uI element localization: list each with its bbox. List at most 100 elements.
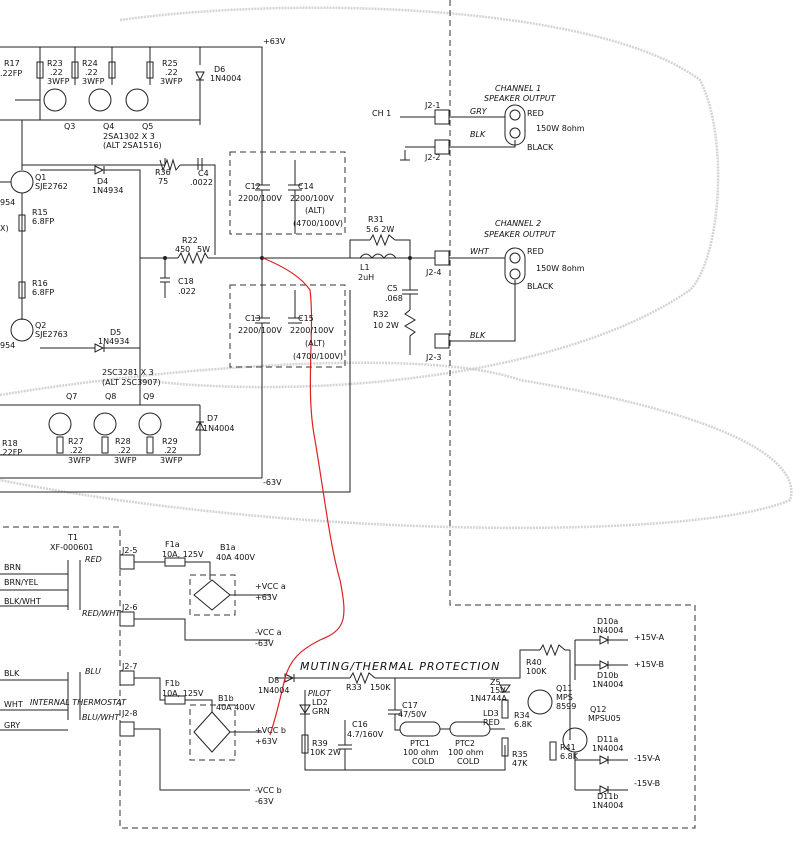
label-b1av: 40A 400V — [216, 553, 255, 562]
label-vcc-a-pos: +VCC a — [255, 582, 286, 591]
channel-2-output — [262, 233, 526, 355]
label-edge-b: 954 — [0, 341, 15, 350]
label-r18: R18 — [2, 439, 18, 448]
label-r40v: 100K — [526, 667, 547, 676]
label-r17v: .22FP — [0, 69, 22, 78]
label-d6v: 1N4004 — [210, 74, 241, 83]
label-ch1-red: RED — [527, 109, 544, 118]
label-pilot: PILOT — [308, 689, 332, 698]
label-ptc1v: 100 ohm — [403, 748, 439, 757]
label-j25: J2-5 — [121, 546, 137, 555]
label-thermostat: INTERNAL THERMOSTAT — [30, 698, 127, 707]
label-c12: C12 — [245, 182, 261, 191]
label-brn: BRN — [4, 563, 21, 572]
label-c17v: 47/50V — [398, 710, 427, 719]
label-r31: R31 — [368, 215, 384, 224]
label-r29w: 3WFP — [160, 456, 183, 465]
label-ptc2v: 100 ohm — [448, 748, 484, 757]
label-t1: T1 — [67, 533, 78, 542]
label-blk: BLK — [470, 130, 486, 139]
label-d10b: D10b — [597, 671, 618, 680]
label-n15a: -15V-A — [634, 754, 661, 763]
label-b1b: B1b — [218, 694, 234, 703]
label-d6: D6 — [214, 65, 225, 74]
label-p15b: +15V-B — [634, 660, 664, 669]
label-r32v: 10 2W — [373, 321, 399, 330]
label-r25w: 3WFP — [160, 77, 183, 86]
label-r15: R15 — [32, 208, 48, 217]
label-ld3: LD3 — [483, 709, 499, 718]
label-r33v: 150K — [370, 683, 391, 692]
label-j27: J2-7 — [121, 662, 137, 671]
label-q11v: MPS — [556, 693, 573, 702]
label-ptc2: PTC2 — [455, 739, 475, 748]
label-d10bv: 1N4004 — [592, 680, 623, 689]
label-q789-part: 2SC3281 X 3 — [102, 368, 154, 377]
label-ch2-black: BLACK — [527, 282, 554, 291]
label-r17: R17 — [4, 59, 20, 68]
label-blk-ps: BLK — [4, 669, 20, 678]
label-d11b: D11b — [597, 792, 618, 801]
label-vcc-b-neg: -VCC b — [255, 786, 282, 795]
label-r22: R22 — [182, 236, 198, 245]
label-q11p: 8599 — [556, 702, 576, 711]
label-r28v: .22 — [118, 446, 131, 455]
label-r23w: 3WFP — [47, 77, 70, 86]
label-c18v: .022 — [178, 287, 196, 296]
label-edge-a: 954 — [0, 198, 15, 207]
label-q1v: SJE2762 — [35, 182, 68, 191]
label-d11av: 1N4004 — [592, 744, 623, 753]
label-r32: R32 — [373, 310, 389, 319]
label-q1: Q1 — [35, 173, 46, 182]
label-q345-part: 2SA1302 X 3 — [103, 132, 155, 141]
label-r27: R27 — [68, 437, 84, 446]
label-r25: R25 — [162, 59, 178, 68]
label-r35v: 47K — [512, 759, 528, 768]
label-ch1-black: BLACK — [527, 143, 554, 152]
label-ch1-title-1: CHANNEL 1 — [495, 84, 541, 93]
label-q12v: MPSU05 — [588, 714, 621, 723]
label-ch2-title-2: SPEAKER OUTPUT — [484, 230, 557, 239]
upper-output-stage — [0, 46, 351, 493]
label-c14alt: (ALT) — [305, 206, 325, 215]
label-r39v: 10K 2W — [310, 748, 341, 757]
label-r22w: 5W — [197, 245, 210, 254]
label-c15alt: (ALT) — [305, 339, 325, 348]
label-b1bv: 40A 400V — [216, 703, 255, 712]
highlight-oval-lower — [0, 361, 793, 530]
label-q4: Q4 — [103, 122, 114, 131]
label-d7: D7 — [207, 414, 218, 423]
label-c17: C17 — [402, 701, 418, 710]
annotation-red-line — [262, 257, 345, 736]
label-gry: GRY — [470, 107, 488, 116]
label-r40: R40 — [526, 658, 542, 667]
label-gry-ps: GRY — [4, 721, 20, 730]
label-vcc-b-neg-v: -63V — [255, 797, 274, 806]
label-ch2-title-1: CHANNEL 2 — [495, 219, 541, 228]
label-d8v: 1N4004 — [258, 686, 289, 695]
filter-capacitors — [229, 151, 346, 368]
label-d5: D5 — [110, 328, 121, 337]
label-wht-ps: WHT — [4, 700, 23, 709]
label-d10av: 1N4004 — [592, 626, 623, 635]
label-j21: J2-1 — [424, 101, 440, 110]
label-ptc2c: COLD — [457, 757, 480, 766]
label-c16: C16 — [352, 720, 368, 729]
label-r34: R34 — [514, 711, 530, 720]
section-divider — [0, 0, 696, 829]
label-l1v: 2uH — [358, 273, 374, 282]
label-j26: J2-6 — [121, 603, 137, 612]
label-q12: Q12 — [590, 705, 606, 714]
label-redwht: RED/WHT — [82, 609, 121, 618]
label-ld2: LD2 — [312, 698, 328, 707]
label-d8: D8 — [268, 676, 279, 685]
label-c16v: 4.7/160V — [347, 730, 384, 739]
label-r27v: .22 — [70, 446, 83, 455]
label-d5v: 1N4934 — [98, 337, 129, 346]
label-z5v: 15V — [490, 686, 506, 695]
label-b1a: B1a — [220, 543, 236, 552]
label-blu: BLU — [85, 667, 101, 676]
label-f1av: 10A, 125V — [162, 550, 204, 559]
label-d4: D4 — [97, 177, 108, 186]
